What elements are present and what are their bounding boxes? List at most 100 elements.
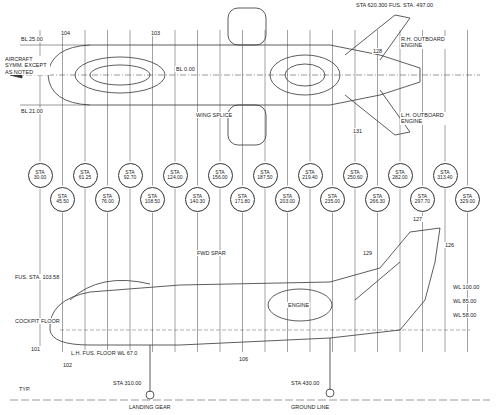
engine-nacelle xyxy=(270,55,340,95)
ground-line xyxy=(10,400,490,401)
drawing-label: COCKPIT FLOOR xyxy=(14,318,61,324)
drawing-label: FUS. STA. 103.58 xyxy=(14,274,60,280)
station-circle: STA 313.40 xyxy=(433,163,458,188)
station-circle: STA 250.60 xyxy=(343,163,368,188)
drawing-label: 127 xyxy=(412,216,423,222)
station-circle: STA 297.70 xyxy=(410,187,435,212)
station-line xyxy=(445,30,446,162)
station-line xyxy=(265,30,266,162)
engine-side xyxy=(268,289,332,321)
station-number: STA 61.25 xyxy=(76,170,94,181)
drawing-label: WING SPLICE xyxy=(195,112,233,118)
station-circle: STA 219.40 xyxy=(298,163,323,188)
drawing-label: WL 100.00 xyxy=(452,284,480,290)
canopy xyxy=(75,57,165,93)
station-line xyxy=(242,30,243,186)
drawing-label: LANDING GEAR xyxy=(128,404,172,410)
drawing-label: L.H. FUS. FLOOR WL 67.0 xyxy=(70,350,138,356)
station-line xyxy=(85,189,86,353)
drawing-label: 126 xyxy=(444,242,455,248)
station-number: STA 250.60 xyxy=(346,170,364,181)
buttline xyxy=(20,105,90,106)
gear-strut xyxy=(150,345,151,392)
station-line xyxy=(62,213,63,353)
wing-stub xyxy=(228,105,266,145)
station-line xyxy=(197,30,198,186)
station-line xyxy=(377,213,378,353)
station-line xyxy=(332,30,333,186)
station-circle: STA 124.00 xyxy=(163,163,188,188)
station-circle: STA 171.80 xyxy=(230,187,255,212)
station-number: STA 108.50 xyxy=(144,194,162,205)
station-line xyxy=(422,30,423,186)
station-circle: STA 266.30 xyxy=(365,187,390,212)
station-number: STA 140.30 xyxy=(189,194,207,205)
station-line xyxy=(400,30,401,162)
station-line xyxy=(287,30,288,186)
station-line xyxy=(40,30,41,162)
station-line xyxy=(197,213,198,353)
station-number: STA 45.50 xyxy=(54,194,72,205)
drawing-label: BL 25.00 xyxy=(20,36,44,42)
drawing-label: STA 430.00 xyxy=(290,380,320,386)
station-line xyxy=(152,213,153,353)
station-line xyxy=(355,30,356,162)
drawing-label: TYP. xyxy=(18,386,32,392)
station-circle: STA 235.00 xyxy=(320,187,345,212)
station-line xyxy=(107,213,108,353)
station-number: STA 30.00 xyxy=(31,170,49,181)
station-line xyxy=(130,30,131,162)
station-number: STA 235.00 xyxy=(324,194,342,205)
drawing-label: WL 85.00 xyxy=(452,298,477,304)
station-circle: STA 30.00 xyxy=(28,163,53,188)
drawing-label: 103 xyxy=(150,30,161,36)
drawing-label: 106 xyxy=(238,356,249,362)
drawing-label: 101 xyxy=(30,346,41,352)
station-line xyxy=(287,213,288,353)
station-circle: STA 156.00 xyxy=(208,163,233,188)
station-circle: STA 329.00 xyxy=(455,187,480,212)
drawing-label: BL 0.00 xyxy=(175,66,196,72)
station-line xyxy=(445,189,446,353)
station-circle: STA 92.70 xyxy=(118,163,143,188)
station-circle: STA 76.00 xyxy=(95,187,120,212)
station-circle: STA 203.00 xyxy=(275,187,300,212)
station-line xyxy=(62,30,63,186)
station-line xyxy=(242,213,243,353)
station-number: STA 266.30 xyxy=(369,194,387,205)
station-line xyxy=(152,30,153,186)
drawing-label: 128 xyxy=(372,48,383,54)
fuselage-plan xyxy=(48,45,420,105)
station-line xyxy=(422,213,423,353)
station-circle: STA 61.25 xyxy=(73,163,98,188)
station-number: STA 219.40 xyxy=(301,170,319,181)
canopy-inner xyxy=(90,65,150,85)
station-line xyxy=(85,30,86,162)
station-number: STA 329.00 xyxy=(459,194,477,205)
drawing-label: R.H. OUTBOARD ENGINE xyxy=(400,36,462,49)
station-number: STA 171.80 xyxy=(234,194,252,205)
station-number: STA 76.00 xyxy=(99,194,117,205)
station-line xyxy=(332,213,333,353)
station-number: STA 297.70 xyxy=(414,194,432,205)
station-line xyxy=(310,189,311,353)
station-line xyxy=(175,30,176,162)
drawing-label: ENGINE xyxy=(287,302,310,308)
drawing-label: AIRCRAFT SYMM. EXCEPT AS NOTED xyxy=(4,56,50,75)
station-number: STA 282.00 xyxy=(391,170,409,181)
station-number: STA 187.50 xyxy=(256,170,274,181)
drawing-label: BL 21.00 xyxy=(20,108,44,114)
drawing-label: WL 58.00 xyxy=(452,312,477,318)
drawing-label: 131 xyxy=(352,128,363,134)
station-line xyxy=(355,189,356,353)
station-line xyxy=(220,189,221,353)
station-number: STA 124.00 xyxy=(166,170,184,181)
station-circle: STA 45.50 xyxy=(50,187,75,212)
station-line xyxy=(40,189,41,353)
drawing-label: 102 xyxy=(62,362,73,368)
station-line xyxy=(220,30,221,162)
station-line xyxy=(107,30,108,186)
drawing-label: GROUND LINE xyxy=(290,404,330,410)
station-line xyxy=(467,30,468,186)
station-number: STA 92.70 xyxy=(121,170,139,181)
